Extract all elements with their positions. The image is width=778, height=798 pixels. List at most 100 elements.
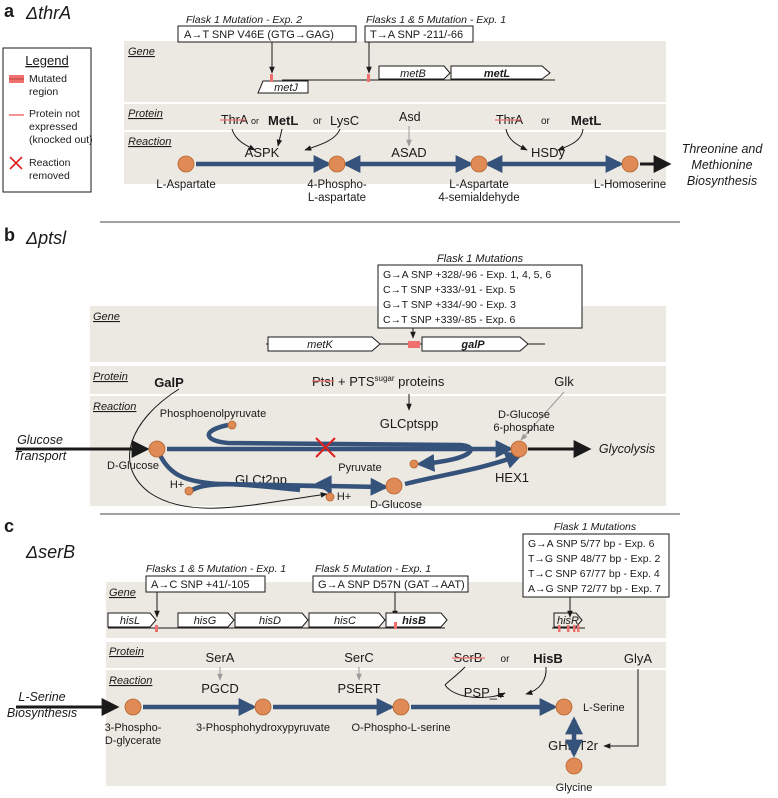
svg-text:Protein: Protein xyxy=(93,371,128,383)
protein-asd: Asd xyxy=(399,110,421,124)
protein-serC: SerC xyxy=(344,650,374,665)
svg-text:galP: galP xyxy=(460,339,485,351)
svg-text:Biosynthesis: Biosynthesis xyxy=(687,174,757,188)
panel-b-mutation-marker xyxy=(408,341,420,348)
panel-a-mutation-marker-1 xyxy=(270,74,273,82)
met-l-aspartate-4-semialdehyde xyxy=(470,155,488,173)
reaction-pgcd: PGCD xyxy=(201,681,239,696)
panel-b-mut-title: Flask 1 Mutations xyxy=(437,253,524,265)
protein-galP: GalP xyxy=(154,375,184,390)
legend-removed-x-icon xyxy=(9,156,23,170)
svg-text:L-Homoserine: L-Homoserine xyxy=(594,179,666,191)
svg-text:L-Serine: L-Serine xyxy=(583,702,625,714)
panel-a-reaction-label: Reaction xyxy=(128,136,171,148)
reaction-asad: ASAD xyxy=(391,145,426,160)
protein-pts: PtsI + PTSsugar proteins xyxy=(312,374,445,389)
panel-a-mut2-title: Flasks 1 & 5 Mutation - Exp. 1 xyxy=(366,14,506,26)
panel-a-mut1-title: Flask 1 Mutation - Exp. 2 xyxy=(186,14,302,26)
panel-b-protein-band xyxy=(90,366,666,394)
svg-text:Protein: Protein xyxy=(109,646,144,658)
svg-text:Mutated: Mutated xyxy=(29,73,67,85)
svg-text:or: or xyxy=(251,116,259,126)
legend-knocked-l2: expressed xyxy=(29,121,78,133)
svg-text:(knocked out): (knocked out) xyxy=(29,134,93,146)
svg-text:Phosphoenolpyruvate: Phosphoenolpyruvate xyxy=(160,408,266,420)
legend-removed-l1: Reaction xyxy=(29,157,71,169)
panel-a-protein-band xyxy=(124,104,666,130)
svg-text:G→A SNP +328/-96 - Exp. 1, 4,: G→A SNP +328/-96 - Exp. 1, 4, 5, 6 xyxy=(383,269,551,281)
svg-text:region: region xyxy=(29,86,58,98)
legend-knocked-l1: Protein not xyxy=(29,108,80,120)
svg-text:C→T SNP +333/-91 - Exp. 5: C→T SNP +333/-91 - Exp. 5 xyxy=(383,284,516,296)
svg-text:A→G SNP 72/77 bp - Exp. 7: A→G SNP 72/77 bp - Exp. 7 xyxy=(528,583,661,595)
svg-text:D-glycerate: D-glycerate xyxy=(105,735,161,747)
panel-b: b Δptsl Gene Protein Reaction Flask 1 Mu… xyxy=(4,225,666,511)
panel-a-mut1-box xyxy=(177,25,357,43)
panel-c-mutation-marker-3 xyxy=(558,625,561,632)
panel-c-mut3-box xyxy=(522,533,670,598)
svg-text:T→C SNP 67/77 bp - Exp. 4: T→C SNP 67/77 bp - Exp. 4 xyxy=(528,568,660,580)
reaction-hex1: HEX1 xyxy=(495,470,529,485)
svg-text:C→T SNP +339/-85 - Exp. 6: C→T SNP +339/-85 - Exp. 6 xyxy=(383,314,516,326)
svg-text:Pyruvate: Pyruvate xyxy=(338,462,381,474)
svg-text:G→T SNP +334/-90 - Exp. 3: G→T SNP +334/-90 - Exp. 3 xyxy=(383,299,516,311)
svg-text:hisL: hisL xyxy=(120,615,140,627)
svg-text:O-Phospho-L-serine: O-Phospho-L-serine xyxy=(351,722,450,734)
outcome-glycolysis: Glycolysis xyxy=(599,442,655,456)
gene-hisD xyxy=(234,612,309,628)
met-d-glucose-left xyxy=(148,440,166,458)
panel-b-mut-box xyxy=(377,264,583,329)
svg-text:4-Phospho-: 4-Phospho- xyxy=(307,179,367,191)
gene-hisB xyxy=(385,612,448,628)
panel-c-title: ΔserB xyxy=(25,542,75,562)
svg-text:hisR: hisR xyxy=(557,615,579,627)
reaction-hsdy: HSDy xyxy=(531,145,565,160)
protein-metL: MetL xyxy=(268,113,298,128)
legend-title: Legend xyxy=(25,53,68,68)
svg-text:H+: H+ xyxy=(170,479,184,491)
input-l-serine-biosynthesis: L-Serine xyxy=(18,690,65,704)
svg-text:metJ: metJ xyxy=(274,82,298,94)
svg-text:removed: removed xyxy=(29,170,70,182)
svg-text:D-Glucose: D-Glucose xyxy=(498,409,550,421)
panel-a-mut1-text: A→T SNP V46E (GTG→GAG) xyxy=(184,29,334,41)
svg-text:T→G SNP 48/77 bp - Exp. 2: T→G SNP 48/77 bp - Exp. 2 xyxy=(528,553,660,565)
svg-text:D-Glucose: D-Glucose xyxy=(370,499,422,511)
svg-text:metB: metB xyxy=(400,68,426,80)
panel-a-mut2-box xyxy=(364,25,474,43)
svg-text:H+: H+ xyxy=(337,491,351,503)
legend-removed-l2: removed xyxy=(29,170,70,182)
svg-text:L-Aspartate: L-Aspartate xyxy=(449,179,508,191)
protein-lysC: LysC xyxy=(330,113,359,128)
panel-c: c ΔserB Gene Protein Reaction Flasks 1 &… xyxy=(4,516,670,794)
svg-text:A→C SNP +41/-105: A→C SNP +41/-105 xyxy=(151,579,250,591)
svg-text:4-semialdehyde: 4-semialdehyde xyxy=(438,192,519,204)
svg-text:6-phosphate: 6-phosphate xyxy=(493,422,554,434)
panel-c-protein-band xyxy=(106,642,666,668)
gene-metK xyxy=(267,336,381,352)
svg-text:or: or xyxy=(501,654,511,665)
panel-c-mutation-marker-6 xyxy=(577,625,580,632)
gene-hisL xyxy=(107,612,157,628)
met-l-homoserine xyxy=(621,155,639,173)
gene-metL xyxy=(450,65,551,80)
svg-text:expressed: expressed xyxy=(29,121,78,133)
legend-knocked-l3: (knocked out) xyxy=(29,134,93,146)
panel-a-gene-label: Gene xyxy=(128,46,155,58)
gene-hisR xyxy=(553,612,583,628)
svg-text:G→A SNP D57N (GAT→AAT): G→A SNP D57N (GAT→AAT) xyxy=(318,579,465,591)
panel-a-protein-label: Protein xyxy=(128,108,163,120)
gene-hisG xyxy=(177,612,235,628)
met-glycine xyxy=(565,757,583,775)
svg-text:L-Aspartate: L-Aspartate xyxy=(156,179,215,191)
gene-galP xyxy=(421,336,529,352)
reaction-psert: PSERT xyxy=(337,681,380,696)
svg-text:Reaction: Reaction xyxy=(93,401,136,413)
panel-c-mut1-title: Flasks 1 & 5 Mutation - Exp. 1 xyxy=(146,563,286,575)
svg-text:metL: metL xyxy=(484,68,511,80)
met-pyruvate xyxy=(409,459,419,469)
svg-text:hisG: hisG xyxy=(194,615,217,627)
met-3-phosphohydroxypyruvate xyxy=(254,698,272,716)
gene-metJ xyxy=(257,80,309,94)
